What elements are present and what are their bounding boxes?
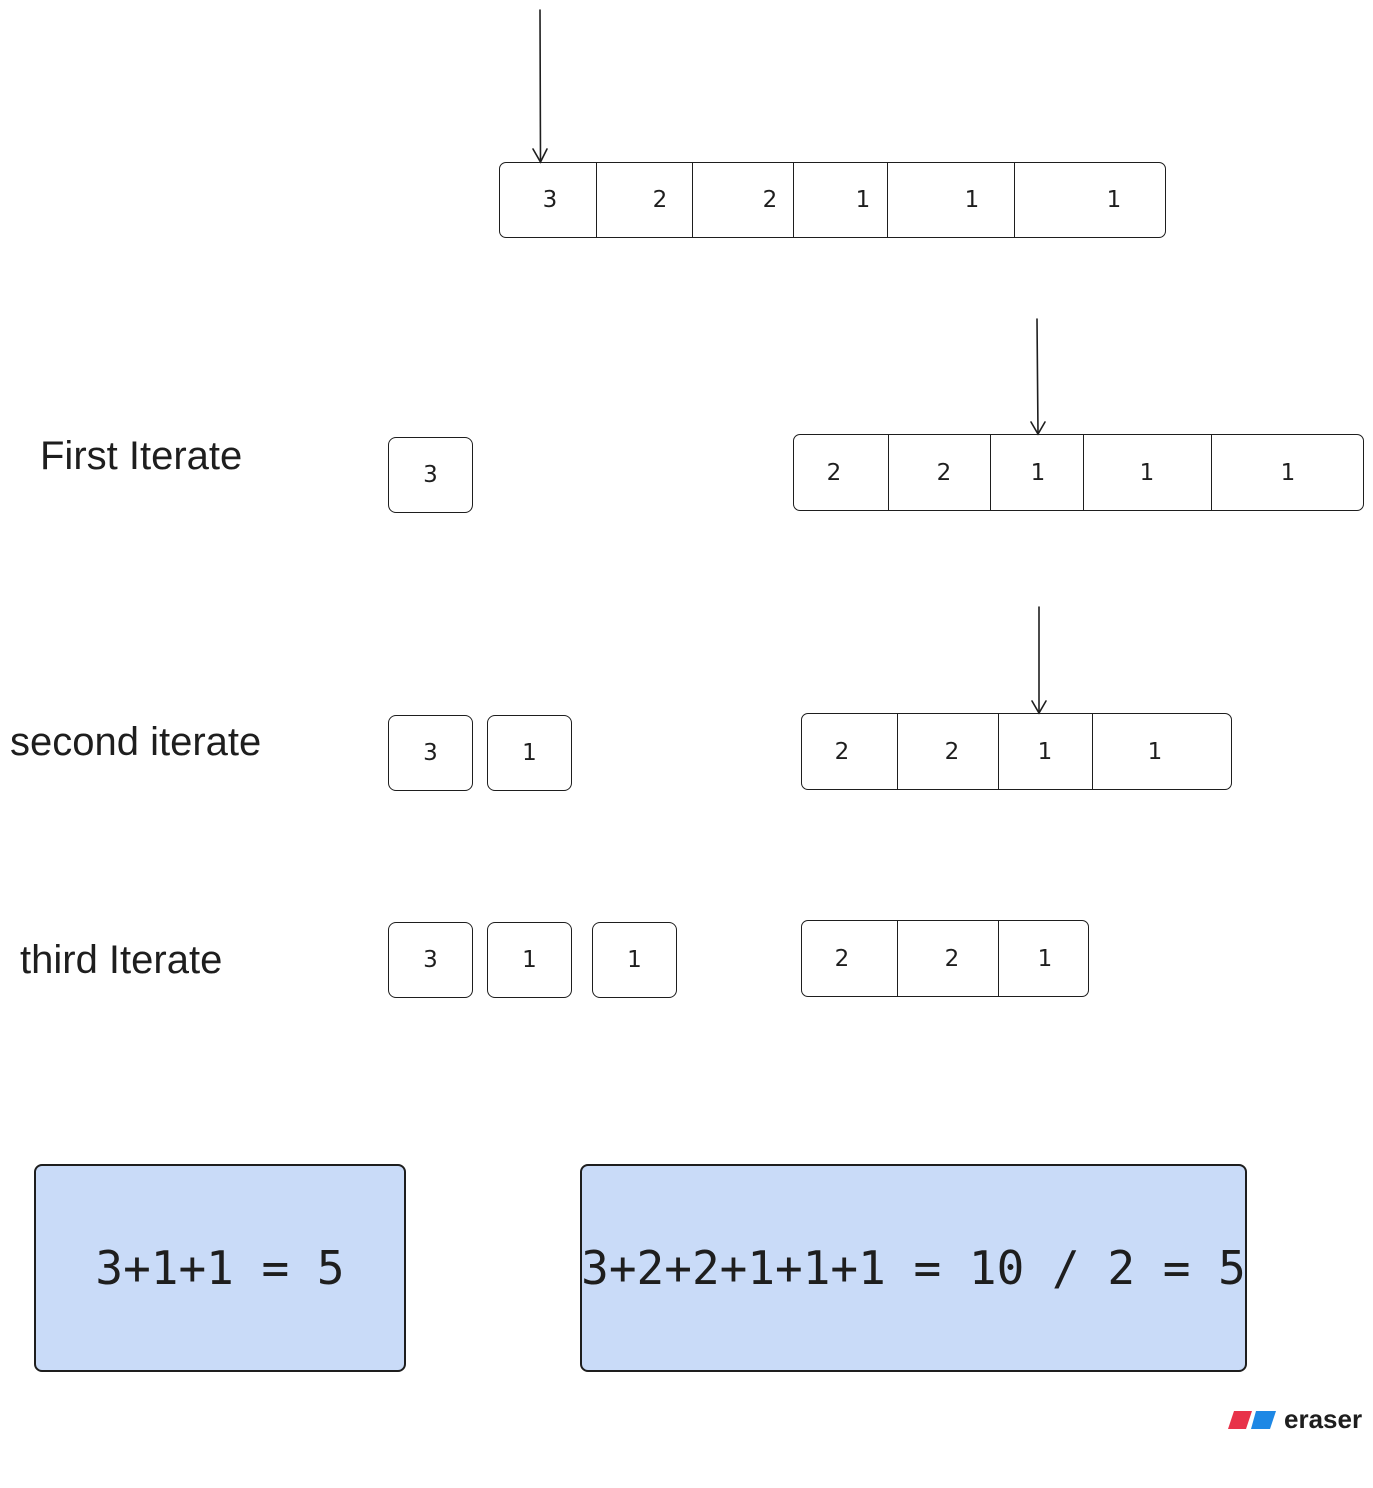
array-cell: 1: [1280, 459, 1296, 486]
array-cell: 2: [834, 738, 850, 765]
result-box-left: 3+1+1 = 5: [34, 1164, 406, 1372]
picked-box: 3: [388, 922, 473, 998]
array-divider: [1092, 713, 1093, 790]
array-cell: 1: [964, 187, 980, 213]
eraser-logo: eraser: [1226, 1404, 1362, 1435]
initial-array: [499, 162, 1166, 238]
arrow-first: [1036, 318, 1039, 435]
array-divider: [887, 162, 888, 238]
array-cell: 1: [855, 187, 871, 213]
array-divider: [1014, 162, 1015, 238]
array-cell: 2: [826, 459, 842, 486]
result-box-right: 3+2+2+1+1+1 = 10 / 2 = 5: [580, 1164, 1247, 1372]
array-divider: [888, 434, 889, 511]
array-cell: 1: [1106, 187, 1122, 213]
picked-box: 3: [388, 715, 473, 791]
remaining-array-second: [801, 713, 1232, 790]
array-cell: 2: [652, 187, 668, 213]
array-cell: 2: [936, 459, 952, 486]
array-divider: [897, 713, 898, 790]
array-divider: [1211, 434, 1212, 511]
array-divider: [998, 713, 999, 790]
eraser-logo-text: eraser: [1284, 1404, 1363, 1434]
remaining-array-third: [801, 920, 1089, 997]
array-divider: [998, 920, 999, 997]
array-cell: 1: [1037, 945, 1053, 972]
array-divider: [1083, 434, 1084, 511]
array-cell: 1: [1147, 738, 1163, 765]
picked-box: 1: [487, 715, 572, 791]
picked-box: 1: [592, 922, 677, 998]
iteration-label-third: third Iterate: [20, 938, 223, 982]
array-cell: 2: [762, 187, 778, 213]
array-cell: 2: [944, 738, 960, 765]
picked-box: 1: [487, 922, 572, 998]
array-cell: 1: [1030, 459, 1046, 486]
array-divider: [793, 162, 794, 238]
array-divider: [990, 434, 991, 511]
arrow-top: [539, 9, 542, 163]
remaining-array-first: [793, 434, 1364, 511]
array-cell: 2: [834, 945, 850, 972]
array-cell: 1: [1139, 459, 1155, 486]
array-cell: 3: [542, 187, 558, 213]
array-divider: [596, 162, 597, 238]
array-divider: [692, 162, 693, 238]
iteration-label-first: First Iterate: [40, 434, 243, 478]
iteration-label-second: second iterate: [10, 720, 262, 764]
array-cell: 2: [944, 945, 960, 972]
eraser-logo-icon: [1228, 1410, 1276, 1429]
array-divider: [897, 920, 898, 997]
picked-box: 3: [388, 437, 473, 513]
array-cell: 1: [1037, 738, 1053, 765]
